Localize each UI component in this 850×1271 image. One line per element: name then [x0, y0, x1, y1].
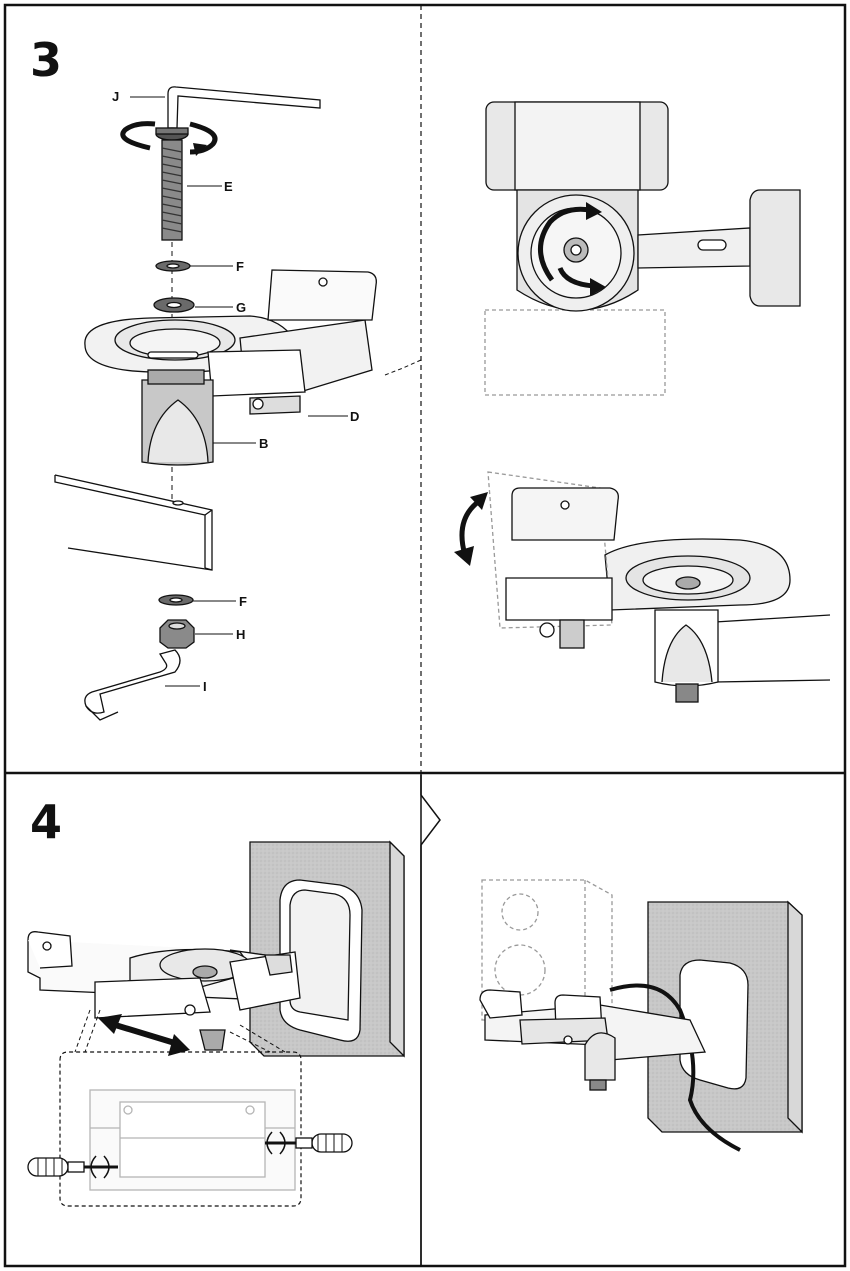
tilt-view [454, 471, 831, 703]
slide-adjust-view [27, 840, 405, 1207]
label-D: D [350, 409, 359, 424]
rotate-arrows-icon [120, 121, 218, 156]
slide-double-arrow-icon [98, 1014, 190, 1056]
step-pointer [420, 775, 441, 1266]
step-4-number: 4 [30, 795, 62, 849]
zoom-callout [59, 1051, 302, 1207]
label-E: E [224, 179, 233, 194]
mounted-view [479, 879, 803, 1152]
label-H: H [236, 627, 245, 642]
label-F-top: F [236, 259, 244, 274]
label-G: G [236, 300, 246, 315]
label-I: I [203, 679, 207, 694]
hex-key-icon [167, 86, 321, 129]
step-3-number: 3 [30, 33, 62, 87]
wrench-icon [84, 649, 181, 721]
screwdriver-icon [265, 1131, 353, 1155]
label-F-bottom: F [239, 594, 247, 609]
rotate-arrows-icon [538, 206, 595, 289]
page-frame [3, 3, 847, 1268]
screwdriver-icon [27, 1155, 118, 1179]
label-J: J [112, 89, 119, 104]
tilt-arrows-icon [454, 492, 488, 566]
bolt [161, 139, 183, 241]
rotate-view [484, 101, 801, 396]
part-labels: J E F G D B F H I [112, 89, 359, 694]
exploded-assembly [54, 86, 377, 721]
label-B: B [259, 436, 268, 451]
